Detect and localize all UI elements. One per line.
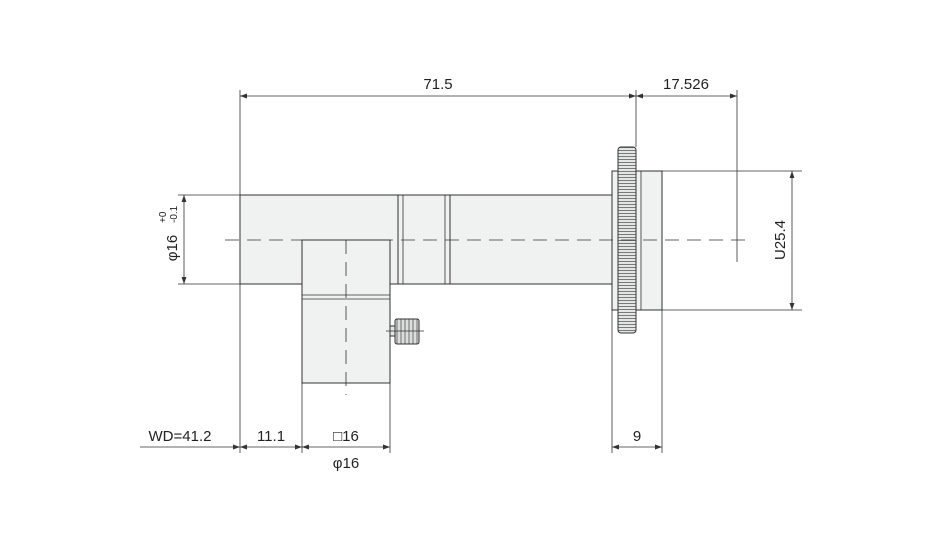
- dim-mount-width: 9: [633, 428, 641, 445]
- svg-text:-0.1: -0.1: [169, 205, 180, 223]
- dimension-lines: [140, 93, 795, 450]
- dim-main-diameter: φ16 +0 -0.1: [158, 205, 181, 261]
- dim-branch-diameter: φ16: [333, 455, 359, 472]
- dim-overall-length: 71.5: [423, 76, 452, 93]
- mount-flange: [635, 170, 663, 311]
- middle-ring: [397, 194, 451, 285]
- lens-body: [239, 146, 663, 384]
- dim-working-distance: WD=41.2: [149, 428, 212, 445]
- dim-square-size: □16: [333, 428, 359, 445]
- svg-text:φ16: φ16: [164, 235, 181, 261]
- rear-tube: [449, 194, 613, 285]
- extension-lines: [178, 90, 802, 453]
- dim-branch-offset: 11.1: [257, 428, 285, 445]
- mount-step: [611, 170, 619, 311]
- svg-text:+0: +0: [158, 211, 169, 223]
- dim-mount-offset: 17.526: [663, 76, 709, 93]
- adjustment-screw: [386, 318, 424, 345]
- dim-mount-thread: U25.4: [772, 220, 789, 260]
